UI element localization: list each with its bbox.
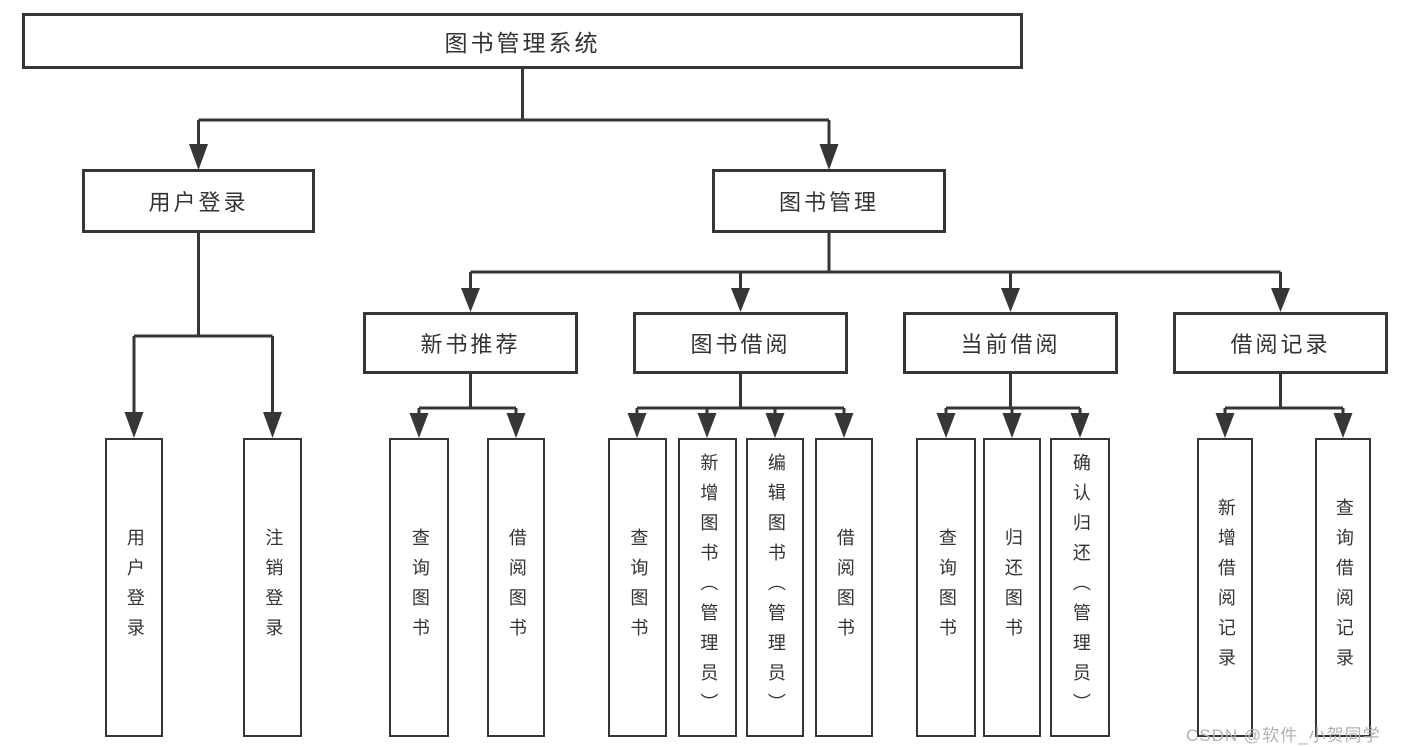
node-borrow-records: 借阅记录 xyxy=(1173,312,1388,374)
leaf-borrow-borrow-book-label: 借阅图书 xyxy=(834,527,855,648)
node-borrow-records-label: 借阅记录 xyxy=(1230,332,1331,357)
node-current-borrow: 当前借阅 xyxy=(903,312,1118,374)
leaf-logout: 注销登录 xyxy=(243,438,302,737)
node-root-label: 图书管理系统 xyxy=(444,30,601,56)
leaf-current-return-book-label: 归还图书 xyxy=(1002,527,1023,648)
leaf-logout-label: 注销登录 xyxy=(263,527,284,648)
leaf-recommend-query-book: 查询图书 xyxy=(389,438,449,737)
leaf-borrow-add-book-admin-label: 新增图书（管理员） xyxy=(698,452,719,723)
leaf-current-query-book: 查询图书 xyxy=(916,438,976,737)
leaf-recommend-borrow-book-label: 借阅图书 xyxy=(506,527,527,648)
csdn-watermark: CSDN @软件_小贺同学 xyxy=(1186,726,1381,745)
leaf-user-login: 用户登录 xyxy=(105,438,163,737)
leaf-records-add-record-label: 新增借阅记录 xyxy=(1215,497,1236,678)
leaf-records-query-record-label: 查询借阅记录 xyxy=(1333,497,1354,678)
node-new-book-recommend: 新书推荐 xyxy=(363,312,578,374)
leaf-borrow-edit-book-admin-label: 编辑图书（管理员） xyxy=(765,452,786,723)
node-current-borrow-label: 当前借阅 xyxy=(960,332,1061,357)
leaf-recommend-borrow-book: 借阅图书 xyxy=(487,438,545,737)
leaf-records-query-record: 查询借阅记录 xyxy=(1315,438,1371,737)
leaf-records-add-record: 新增借阅记录 xyxy=(1197,438,1253,737)
node-user-login: 用户登录 xyxy=(82,169,315,233)
leaf-borrow-add-book-admin: 新增图书（管理员） xyxy=(678,438,737,737)
leaf-recommend-query-book-label: 查询图书 xyxy=(409,527,430,648)
leaf-user-login-label: 用户登录 xyxy=(124,527,145,648)
leaf-borrow-query-book-label: 查询图书 xyxy=(628,527,649,648)
node-book-management: 图书管理 xyxy=(712,169,946,233)
node-new-book-recommend-label: 新书推荐 xyxy=(420,332,521,357)
node-user-login-label: 用户登录 xyxy=(148,190,249,215)
leaf-borrow-borrow-book: 借阅图书 xyxy=(815,438,873,737)
node-book-management-label: 图书管理 xyxy=(778,190,879,215)
leaf-current-query-book-label: 查询图书 xyxy=(936,527,957,648)
node-root-system: 图书管理系统 xyxy=(22,13,1023,69)
leaf-current-confirm-return-admin-label: 确认归还（管理员） xyxy=(1070,452,1091,723)
leaf-current-return-book: 归还图书 xyxy=(983,438,1041,737)
node-book-borrow: 图书借阅 xyxy=(633,312,848,374)
leaf-borrow-edit-book-admin: 编辑图书（管理员） xyxy=(746,438,804,737)
leaf-current-confirm-return-admin: 确认归还（管理员） xyxy=(1050,438,1110,737)
node-book-borrow-label: 图书借阅 xyxy=(690,332,791,357)
leaf-borrow-query-book: 查询图书 xyxy=(608,438,667,737)
